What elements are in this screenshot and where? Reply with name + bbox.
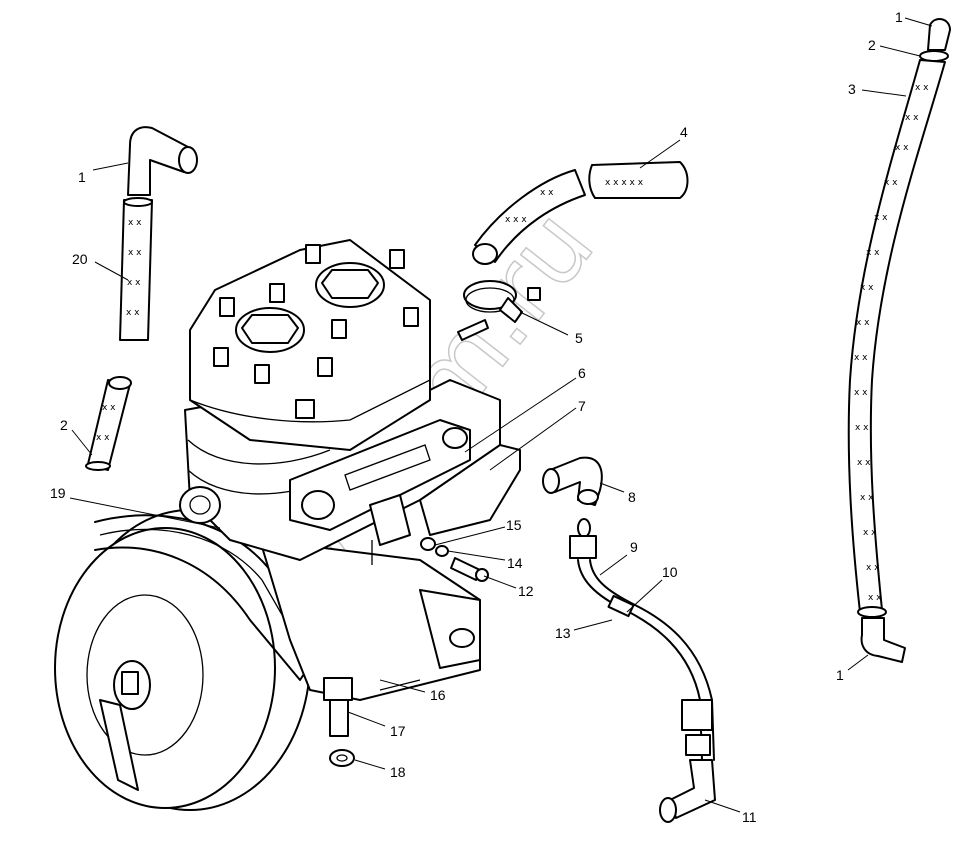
svg-text:x x: x x: [857, 458, 871, 468]
svg-text:x x: x x: [128, 218, 142, 228]
right-bottom-fitting: [857, 606, 906, 663]
svg-text:x x: x x: [854, 353, 868, 363]
callout-17: 17: [390, 723, 406, 739]
svg-text:x x: x x: [905, 113, 919, 123]
bracket: [369, 494, 411, 565]
svg-text:x x: x x: [96, 433, 110, 443]
bolt-17: [323, 677, 353, 737]
svg-text:x x: x x: [856, 318, 870, 328]
washer-15: [420, 537, 436, 551]
callout-2-left: 2: [60, 417, 68, 433]
leader-lines: [69, 17, 933, 813]
svg-text:x x: x x: [863, 528, 877, 538]
svg-text:x x: x x: [127, 278, 141, 288]
callout-10: 10: [662, 564, 678, 580]
callout-11: 11: [742, 809, 757, 825]
left-hose-lower: x x x x: [85, 376, 132, 471]
right-long-hose-3: x x x x x x x x x x x x x x x x x x x x …: [847, 59, 946, 613]
callout-1-bottom-right: 1: [836, 667, 844, 683]
callout-2-right: 2: [868, 37, 876, 53]
callout-1-top-right: 1: [895, 9, 903, 25]
left-hose-20: x x x x x x x x: [119, 197, 153, 341]
svg-text:x x: x x: [860, 493, 874, 503]
callouts: 1 20 2 19 4 5 6 7 8 15 14 12 9 10 13 16 …: [50, 9, 903, 825]
elbow-fitting-8: [542, 456, 603, 506]
gasket-pad: [419, 444, 521, 536]
head-bolts: [213, 244, 419, 384]
callout-12: 12: [518, 583, 534, 599]
svg-text:x x: x x: [866, 563, 880, 573]
callout-16: 16: [430, 687, 446, 703]
callout-3: 3: [848, 81, 856, 97]
bolt-12: [450, 557, 489, 582]
callout-19: 19: [50, 485, 66, 501]
hose-segment-4b: x x x x x: [588, 161, 689, 199]
hose-segment-4a: x x x x x: [472, 169, 586, 265]
svg-text:x x: x x: [126, 308, 140, 318]
callout-15: 15: [506, 517, 522, 533]
svg-text:x x: x x: [915, 83, 929, 93]
washer-14: [435, 545, 449, 557]
callout-1-left: 1: [78, 169, 86, 185]
callout-13: 13: [555, 625, 571, 641]
left-elbow-fitting: [127, 126, 198, 196]
callout-6: 6: [578, 365, 586, 381]
svg-text:x x: x x: [855, 423, 869, 433]
callout-7: 7: [578, 398, 586, 414]
callout-5: 5: [575, 330, 583, 346]
callout-18: 18: [390, 764, 406, 780]
hose-clamp: [457, 280, 541, 341]
compressor-crankcase: [259, 539, 481, 701]
callout-9: 9: [630, 539, 638, 555]
svg-text:x x: x x: [854, 388, 868, 398]
svg-text:x x: x x: [128, 248, 142, 258]
svg-text:x x: x x: [540, 188, 554, 198]
pipe-assembly: [569, 518, 715, 761]
svg-text:x x: x x: [102, 403, 116, 413]
svg-text:x x: x x: [874, 213, 888, 223]
svg-text:x x: x x: [866, 248, 880, 258]
svg-text:x x: x x: [884, 178, 898, 188]
outlet-flange: [289, 419, 471, 531]
callout-14: 14: [507, 555, 523, 571]
right-top-fitting: [919, 18, 951, 62]
callout-4: 4: [680, 124, 688, 140]
svg-text:x x: x x: [895, 143, 909, 153]
elbow-fitting-11: [659, 759, 716, 823]
compressor-cylinder-head: [189, 239, 431, 451]
callout-8: 8: [628, 489, 636, 505]
callout-20: 20: [72, 251, 88, 267]
svg-text:x x: x x: [860, 283, 874, 293]
lock-washer-18: [329, 749, 355, 767]
svg-text:x x: x x: [868, 593, 882, 603]
svg-text:x x x x x: x x x x x: [605, 178, 644, 188]
head-caps: [235, 262, 385, 353]
svg-text:x x x: x x x: [505, 215, 527, 225]
